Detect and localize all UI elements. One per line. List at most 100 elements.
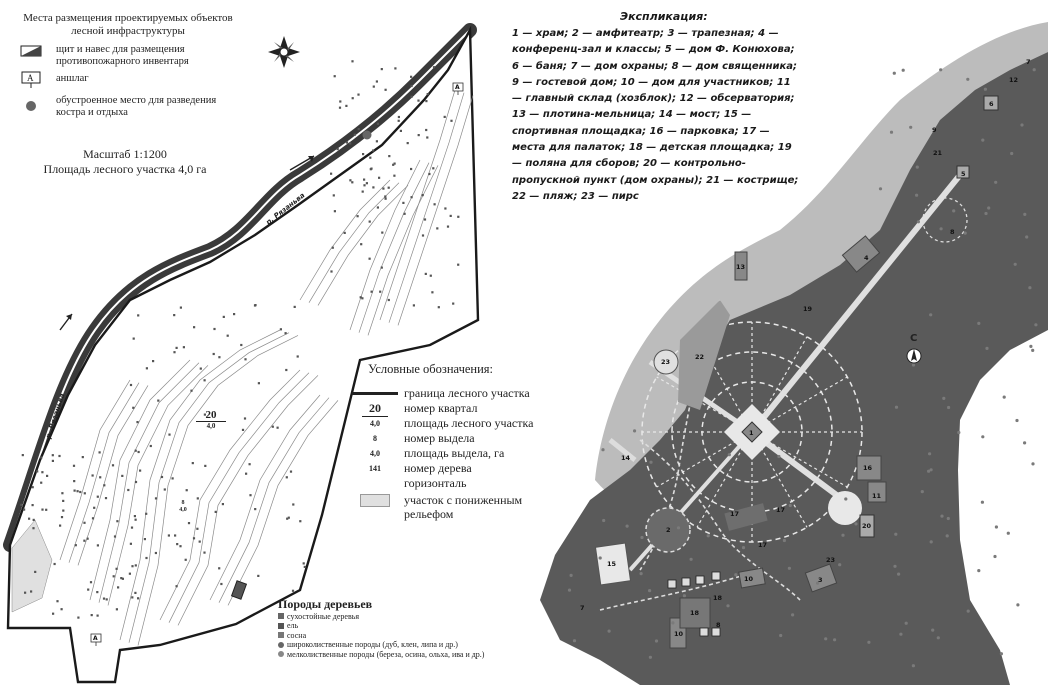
building-5: [956, 165, 970, 179]
convention-row: участок с пониженным рельефом: [352, 493, 574, 521]
tree-mark: [174, 534, 177, 537]
tree-mark: [424, 272, 427, 275]
tree-dot: [639, 572, 643, 576]
tree-mark: [145, 367, 148, 370]
tree-mark: [369, 156, 372, 159]
contour-line: [159, 369, 301, 621]
tree-mark: [58, 454, 61, 458]
tree-dot: [892, 71, 896, 75]
map-label: 15: [607, 560, 617, 568]
tree-mark: [137, 450, 140, 454]
tree-mark: [351, 181, 354, 184]
tree-mark: [433, 203, 436, 206]
contour-line: [98, 362, 200, 603]
tree-dot: [966, 609, 970, 613]
tree-mark: [276, 426, 279, 429]
tree-mark: [117, 586, 120, 589]
tree-mark: [179, 306, 182, 309]
info-sign-icon: [90, 633, 102, 646]
tree-mark: [212, 352, 215, 356]
convention-symbol: 4,0: [370, 449, 380, 458]
tree-mark: [302, 562, 305, 565]
tent-mark: [667, 579, 677, 589]
tree-mark: [190, 389, 193, 392]
tree-mark: [83, 492, 86, 495]
section-area: 4,0: [179, 507, 187, 513]
tree-mark: [336, 148, 339, 151]
contour-line: [59, 379, 131, 561]
tree-dot: [1020, 123, 1024, 127]
tree-mark: [370, 167, 373, 170]
tree-dot: [940, 514, 944, 518]
convention-row: горизонталь: [352, 476, 466, 491]
tree-mark: [397, 119, 400, 122]
tent-markers: [667, 571, 721, 637]
tree-mark: [428, 172, 431, 176]
map-label: 1: [749, 429, 754, 437]
map-label: 23: [826, 556, 836, 564]
tree-mark: [154, 497, 158, 500]
building-4: [841, 235, 881, 273]
explication-text: 1 — храм; 2 — амфитеатр; 3 — трапезная; …: [512, 28, 799, 202]
tree-dot: [633, 429, 637, 433]
tree-dot: [929, 468, 933, 472]
tree-mark: [360, 243, 363, 246]
tree-dot: [779, 633, 783, 638]
tree-mark: [349, 179, 352, 182]
tree-mark: [444, 207, 447, 210]
contour-line: [379, 89, 456, 321]
tree-dot: [977, 321, 981, 325]
tree-mark: [361, 190, 364, 193]
tree-mark: [339, 100, 342, 103]
tree-mark: [384, 197, 387, 200]
map-label: 10: [674, 630, 684, 638]
section-number: 8: [181, 500, 185, 506]
tree-mark: [130, 526, 134, 529]
tree-mark: [379, 290, 382, 293]
tree-mark: [132, 406, 135, 409]
tree-mark: [76, 490, 79, 493]
tree-dot: [980, 500, 985, 504]
tree-dot: [676, 526, 681, 530]
tree-mark: [457, 215, 460, 218]
tree-mark: [357, 93, 360, 96]
map-label: 4: [864, 254, 869, 262]
tree-dot: [909, 125, 913, 129]
tree-mark: [241, 428, 245, 431]
tree-mark: [343, 231, 346, 234]
tree-mark: [286, 517, 289, 520]
tree-mark: [134, 591, 137, 594]
tree-dot: [916, 220, 921, 224]
tree-mark: [154, 551, 157, 555]
building-17: [724, 503, 768, 531]
tree-mark: [103, 484, 106, 487]
tree-dot: [1016, 603, 1020, 607]
tree-mark: [31, 486, 34, 489]
tree-dot: [893, 564, 897, 568]
tree-mark: [52, 612, 55, 615]
tree-mark: [254, 508, 257, 511]
tree-dot: [939, 68, 943, 72]
tree-mark: [115, 608, 118, 611]
tree-dot: [994, 525, 999, 529]
tree-mark: [291, 589, 295, 592]
fire-shield-icon: [20, 44, 42, 58]
tent-mark: [711, 571, 721, 581]
tree-mark: [417, 134, 420, 137]
legend-label: обустроенное место для разведения костра…: [56, 95, 217, 118]
sign-letter: А: [455, 84, 460, 91]
tree-mark: [184, 558, 187, 561]
species-label: сухостойные деревья: [287, 611, 360, 621]
tree-dot: [601, 448, 605, 452]
tree-mark: [196, 497, 199, 500]
map-label: 8: [950, 228, 955, 236]
tree-mark: [331, 246, 334, 249]
tree-mark: [423, 218, 427, 221]
tree-dot: [915, 193, 919, 197]
tree-dot: [1013, 262, 1017, 266]
tree-mark: [271, 425, 274, 428]
tree-mark: [73, 480, 76, 483]
tree-mark: [372, 186, 375, 189]
legend-row-campfire: обустроенное место для разведения костра…: [20, 95, 226, 119]
map-label: 22: [695, 353, 705, 361]
